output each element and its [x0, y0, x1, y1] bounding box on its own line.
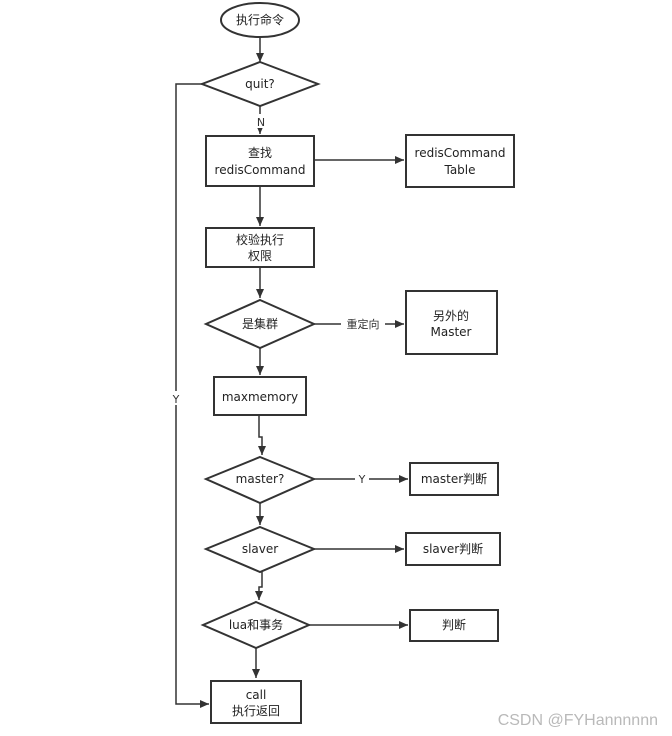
other-master-label-2: Master	[431, 325, 472, 339]
start-node	[220, 2, 300, 38]
check-label-2: 权限	[248, 249, 272, 263]
call-return-box	[210, 680, 302, 724]
other-master-label-1: 另外的	[433, 308, 469, 323]
edge-label-redirect: 重定向	[347, 317, 380, 331]
master-judge-label: master判断	[421, 471, 487, 486]
edge-label-master-yes: Y	[358, 473, 366, 486]
quit-decision	[199, 60, 321, 108]
quit-label: quit?	[245, 77, 275, 91]
find-label-1: 查找	[248, 146, 272, 160]
command-table-box	[405, 134, 515, 188]
lua-decision	[200, 600, 312, 650]
lua-label: lua和事务	[229, 617, 283, 632]
edge-label-yes: Y	[172, 393, 180, 406]
find-command-box	[205, 135, 315, 187]
other-master-box	[405, 290, 498, 355]
master-label: master?	[236, 472, 285, 486]
master-decision	[203, 455, 317, 505]
judge-box	[409, 609, 499, 642]
cluster-decision	[203, 298, 317, 350]
slaver-judge-label: slaver判断	[423, 541, 483, 556]
check-label-1: 校验执行	[236, 232, 284, 247]
table-label-2: Table	[443, 163, 475, 177]
watermark: CSDN @FYHannnnnn	[497, 712, 658, 729]
find-label-2: redisCommand	[215, 163, 306, 177]
edge-label-no: N	[257, 116, 265, 129]
slaver-decision	[203, 525, 317, 574]
maxmemory-label: maxmemory	[222, 390, 298, 404]
table-label-1: redisCommand	[415, 146, 506, 160]
call-label-2: 执行返回	[232, 704, 280, 718]
maxmemory-box	[213, 376, 307, 416]
start-label: 执行命令	[236, 12, 284, 27]
edge-maxmemory-master	[258, 415, 266, 455]
cluster-label: 是集群	[242, 316, 278, 331]
call-label-1: call	[246, 688, 267, 702]
slaver-judge-box	[405, 532, 501, 566]
master-judge-box	[409, 462, 499, 496]
check-permission-box	[205, 227, 315, 268]
edge-slaver-lua	[255, 572, 263, 600]
judge-label: 判断	[442, 617, 466, 632]
slaver-label: slaver	[242, 542, 278, 556]
